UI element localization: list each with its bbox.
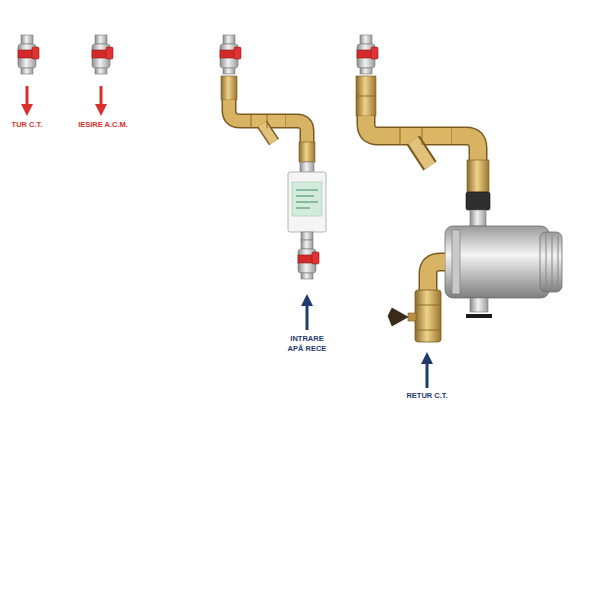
- port-label: RETUR C.T.: [406, 391, 447, 401]
- flow-arrow: [306, 300, 309, 330]
- y-strainer: [400, 127, 452, 146]
- brass-elbow: [229, 100, 252, 121]
- filter-cap: [540, 232, 562, 292]
- brass-nipple: [467, 160, 489, 192]
- ball-valve: [92, 35, 113, 74]
- brass-nipple: [356, 76, 376, 116]
- brass-elbow: [428, 262, 445, 290]
- cap-ribs: [546, 234, 558, 290]
- strainer-branch: [262, 124, 274, 142]
- magnetic-filter: [445, 226, 549, 298]
- brass-nipple: [299, 142, 315, 162]
- flow-arrow: [426, 358, 429, 388]
- brass-elbow: [366, 116, 400, 136]
- ball-valve: [357, 35, 378, 74]
- brass-nipple: [221, 76, 237, 100]
- brass-elbow: [452, 136, 478, 160]
- brass-elbow: [366, 116, 400, 136]
- ball-valve: [298, 240, 319, 279]
- port-label: TUR C.T.: [12, 120, 43, 130]
- port-label: IESIRE A.C.M.: [78, 120, 128, 130]
- nipple-ring: [356, 96, 376, 97]
- flow-arrow: [26, 86, 29, 110]
- chrome-nut: [300, 162, 314, 172]
- valve-ring: [415, 305, 441, 330]
- device-label: [292, 182, 322, 216]
- heating-return-assembly: [356, 76, 562, 342]
- drain-handle: [466, 314, 492, 318]
- ball-valve: [18, 35, 39, 74]
- y-strainer: [400, 128, 452, 144]
- brass-elbow: [286, 121, 307, 142]
- cold-water-assembly: [221, 76, 326, 240]
- device-label-lines: [296, 190, 318, 208]
- valve-stem: [408, 313, 416, 321]
- water-treatment-device: [288, 172, 326, 232]
- brass-valve: [415, 290, 441, 342]
- strainer-branch: [262, 124, 274, 142]
- port-label: INTRARE APĂ RECE: [284, 334, 330, 354]
- brass-elbow: [286, 121, 307, 142]
- filter-flange: [452, 230, 460, 294]
- brass-elbow: [452, 136, 478, 160]
- brass-elbow: [428, 262, 445, 290]
- strainer-ring: [400, 127, 452, 145]
- chrome-nut: [301, 232, 313, 240]
- drain-valve: [470, 298, 488, 312]
- strainer-ring: [251, 114, 286, 128]
- flow-arrow: [100, 86, 103, 110]
- chrome-connector: [470, 210, 486, 226]
- ball-valve: [220, 35, 241, 74]
- black-union: [466, 192, 490, 210]
- butterfly-handle: [388, 308, 408, 326]
- brass-elbow: [229, 100, 252, 121]
